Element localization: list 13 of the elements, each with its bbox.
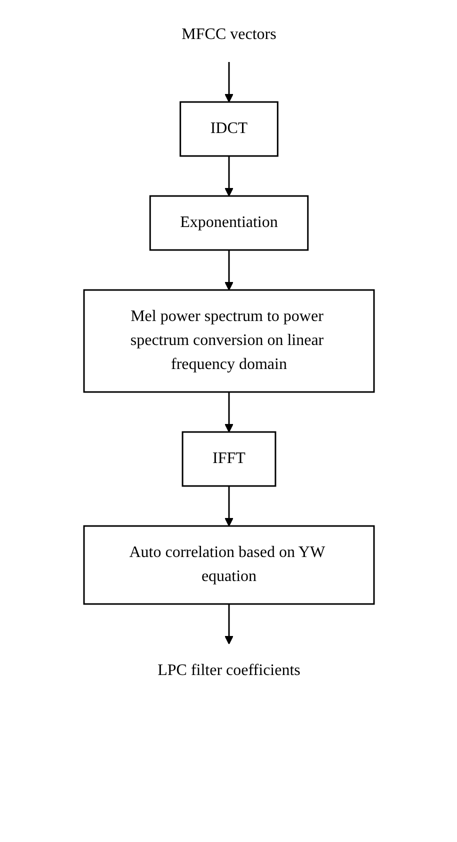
node-box: Exponentiation	[148, 195, 308, 251]
arrow	[224, 392, 233, 432]
node-text: LPC filter coefficients	[157, 662, 300, 679]
arrow	[224, 604, 233, 644]
node-text: MFCC vectors	[181, 26, 276, 43]
node-box: IFFT	[181, 431, 276, 487]
arrow	[224, 250, 233, 290]
node-box: IDCT	[179, 101, 278, 157]
node-box: Mel power spectrum to power spectrum conversion on linear frequency domain	[82, 289, 374, 393]
arrow	[224, 486, 233, 526]
arrow	[224, 62, 233, 102]
node-box: Auto correlation based on YW equation	[82, 525, 374, 605]
arrow	[224, 156, 233, 196]
